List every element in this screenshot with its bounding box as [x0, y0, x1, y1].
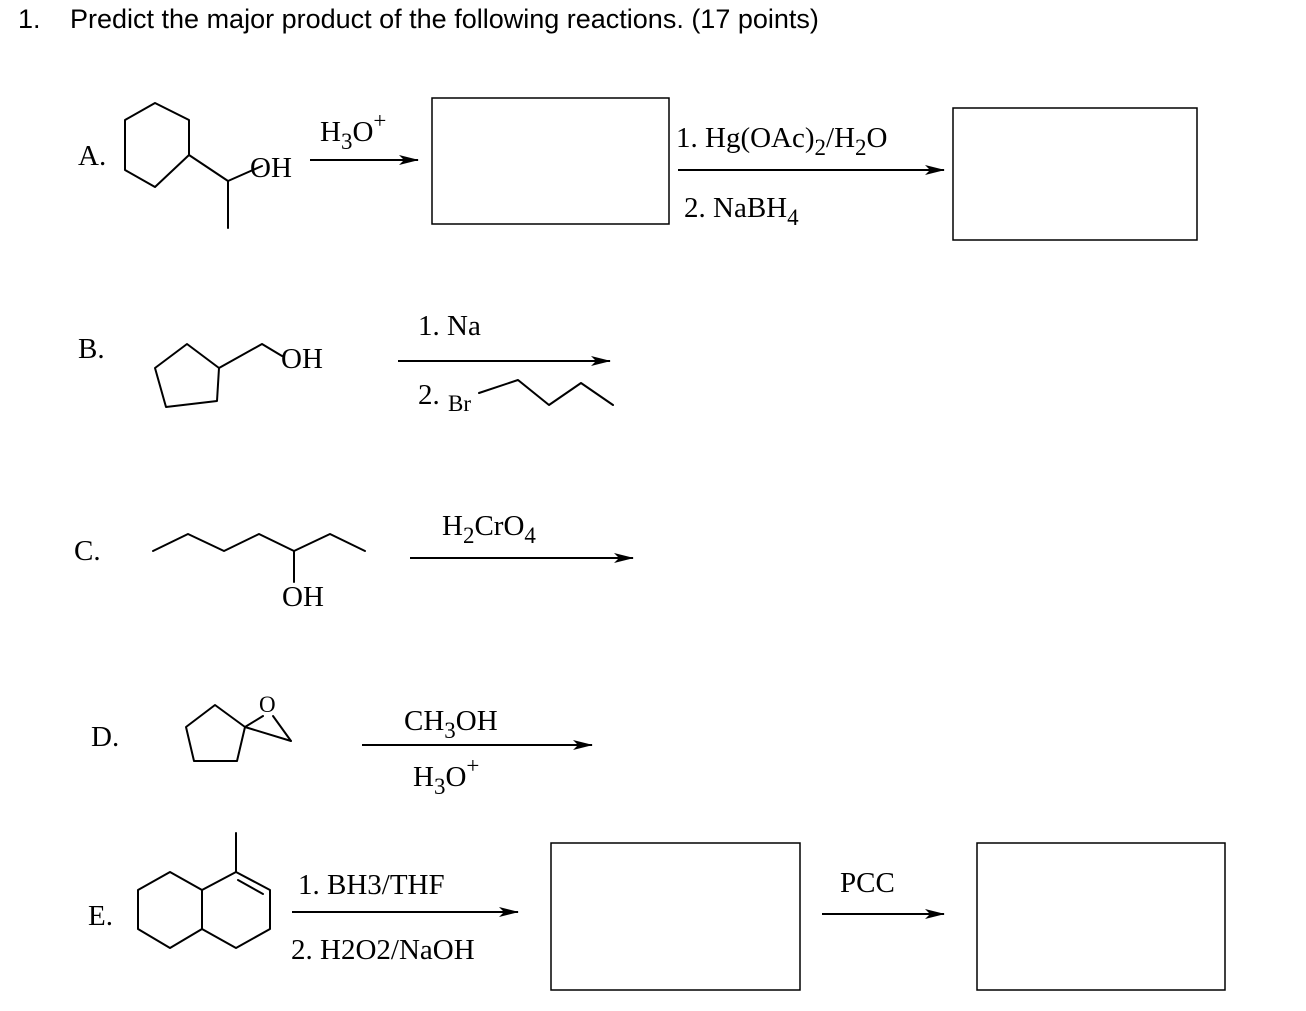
methanol-reagent: CH3OH	[404, 705, 498, 743]
right-cyclohexene-ring	[201, 871, 271, 949]
sodium-reagent: 1. Na	[418, 310, 481, 342]
reduction-reagent: 2. NaBH4	[684, 192, 799, 230]
bromine-label: Br	[448, 391, 471, 416]
reaction-d-label: D.	[91, 721, 119, 753]
reaction-e: E. 1. BH3/THF 2. H2O2/NaOH PCC	[88, 832, 1226, 991]
hydroxyl-label: OH	[282, 581, 324, 613]
cyclopentane-ring	[185, 704, 246, 762]
epoxide-c-c-bond	[244, 726, 292, 742]
question-heading: 1. Predict the major product of the follo…	[18, 4, 819, 35]
epoxide-c-o-bond	[244, 715, 264, 728]
reaction-b: B. OH 1. Na 2. Br	[78, 310, 614, 416]
acid-reagent-d: H3O+	[413, 753, 479, 799]
hydroboration-reagent: 1. BH3/THF	[298, 869, 445, 901]
carbon-chain-bonds	[152, 533, 366, 552]
reaction-b-label: B.	[78, 333, 105, 365]
oxymercuration-reagent: 1. Hg(OAc)2/H2O	[676, 122, 887, 160]
hydroxyl-label: OH	[250, 152, 292, 184]
answer-box-e1[interactable]	[550, 842, 801, 991]
acid-reagent-a: H3O+	[320, 108, 386, 154]
left-cyclohexane-ring	[137, 871, 203, 949]
chromic-acid-reagent: H2CrO4	[442, 510, 536, 548]
answer-box-a1[interactable]	[431, 97, 670, 225]
pcc-reagent: PCC	[840, 867, 895, 899]
cyclohexane-ring	[124, 102, 190, 188]
epoxide-o-c-bond	[272, 715, 292, 742]
epoxide-oxygen-label: O	[259, 692, 276, 717]
methylene-bonds	[218, 343, 283, 369]
reaction-c: C. OH H2CrO4	[74, 510, 634, 613]
reaction-d: D. O CH3OH H3O+	[91, 692, 593, 799]
cyclopentane-ring	[154, 343, 220, 408]
reaction-a-label: A.	[78, 140, 106, 172]
butyl-chain-bonds	[478, 379, 614, 406]
reaction-a: A. OH H3O+ 1. Hg(OAc)2/H2O 2. NaBH4	[78, 97, 1198, 241]
question-text: Predict the major product of the followi…	[70, 4, 819, 34]
alkyl-halide-number: 2.	[418, 379, 440, 411]
alkene-double-bond	[237, 879, 264, 895]
hydroxyl-label: OH	[281, 343, 323, 375]
answer-box-e2[interactable]	[976, 842, 1226, 991]
question-number: 1.	[18, 4, 41, 34]
reaction-c-label: C.	[74, 535, 101, 567]
answer-box-a2[interactable]	[952, 107, 1198, 241]
reaction-e-label: E.	[88, 900, 113, 932]
oxidation-reagent: 2. H2O2/NaOH	[291, 934, 475, 966]
